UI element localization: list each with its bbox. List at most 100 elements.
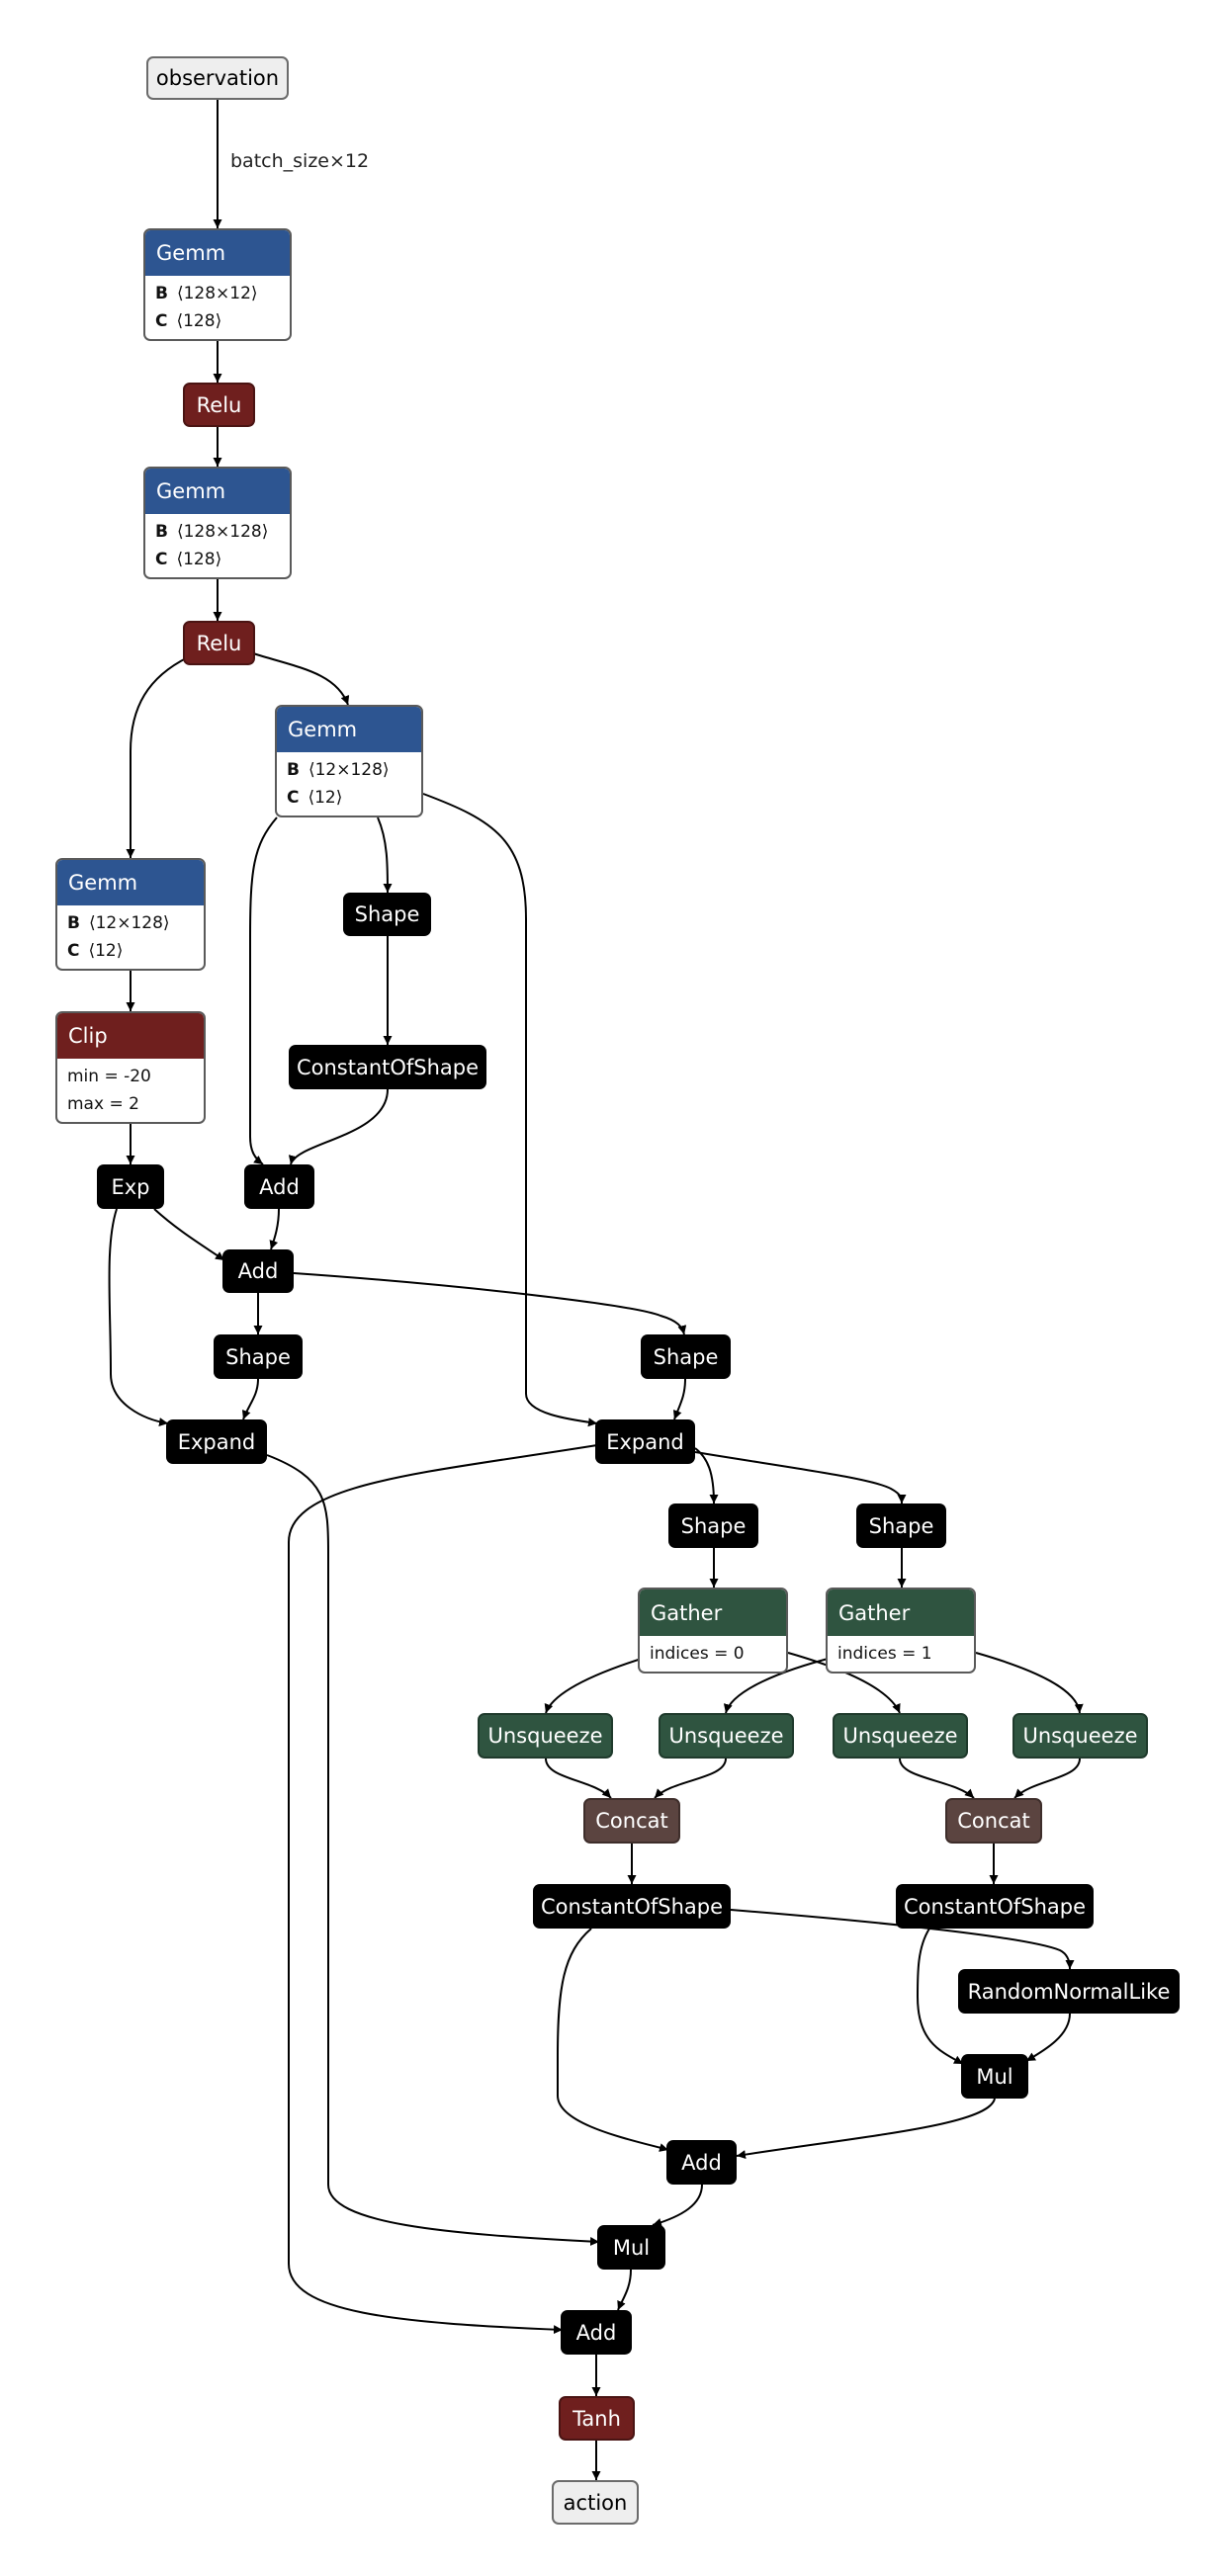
node-label: observation (155, 66, 280, 90)
node-header: Gemm (145, 469, 290, 514)
node-label: Add (259, 1174, 300, 1199)
node-header: Clip (57, 1013, 204, 1059)
node-gather-1[interactable]: Gather indices = 0 (638, 1588, 788, 1674)
node-gemm-2[interactable]: Gemm B⟨128×128⟩ C⟨128⟩ (143, 467, 292, 579)
node-label: Shape (680, 1513, 747, 1538)
node-add-3[interactable]: Add (666, 2140, 737, 2185)
attribute-row: B⟨128×128⟩ (155, 522, 269, 542)
node-label: Unsqueeze (487, 1724, 603, 1748)
attribute-row: C⟨128⟩ (155, 550, 222, 569)
node-unsqueeze-2[interactable]: Unsqueeze (659, 1713, 794, 1759)
node-expand-1[interactable]: Expand (166, 1419, 267, 1464)
node-gemm-3[interactable]: Gemm B⟨12×128⟩ C⟨12⟩ (275, 705, 423, 817)
edge-unsq3-concat2 (899, 1758, 975, 1799)
node-concat-1[interactable]: Concat (583, 1798, 680, 1844)
node-add-1[interactable]: Add (244, 1164, 314, 1209)
node-label: Tanh (572, 2406, 621, 2431)
node-unsqueeze-3[interactable]: Unsqueeze (833, 1713, 968, 1759)
node-exp[interactable]: Exp (97, 1164, 164, 1209)
node-unsqueeze-1[interactable]: Unsqueeze (478, 1713, 613, 1759)
node-label: Gemm (288, 718, 358, 741)
node-constantofshape-2[interactable]: ConstantOfShape (533, 1884, 731, 1929)
node-clip[interactable]: Clip min = -20 max = 2 (55, 1011, 206, 1124)
node-header: Gather (828, 1589, 974, 1636)
node-mul-2[interactable]: Mul (597, 2225, 665, 2270)
node-relu-1[interactable]: Relu (183, 383, 255, 427)
edge-unsq4-concat2 (1013, 1758, 1081, 1799)
node-gather-2[interactable]: Gather indices = 1 (826, 1588, 976, 1674)
node-relu-2[interactable]: Relu (183, 621, 255, 665)
node-gemm-4[interactable]: Gemm B⟨12×128⟩ C⟨12⟩ (55, 858, 206, 971)
node-unsqueeze-4[interactable]: Unsqueeze (1012, 1713, 1148, 1759)
edge-expand2-shape5 (694, 1451, 907, 1504)
node-expand-2[interactable]: Expand (595, 1419, 695, 1464)
node-label: Clip (68, 1024, 108, 1048)
node-shape-3[interactable]: Shape (641, 1334, 731, 1379)
node-attributes: min = -20 max = 2 (57, 1059, 204, 1122)
node-shape-1[interactable]: Shape (343, 893, 431, 936)
node-label: Gemm (68, 871, 138, 895)
node-constantofshape-3[interactable]: ConstantOfShape (896, 1884, 1094, 1929)
edge-relu2-gemm3 (252, 652, 350, 706)
edge-unsq2-concat1 (654, 1758, 727, 1799)
attribute-row: B⟨128×12⟩ (155, 284, 258, 303)
node-label: Add (575, 2320, 617, 2345)
edge-mul2-add4 (617, 2269, 632, 2311)
node-label: Gemm (156, 479, 226, 503)
node-randomnormallike[interactable]: RandomNormalLike (958, 1969, 1180, 2014)
edge-rnl-mul1 (1025, 2013, 1071, 2062)
attribute-row: indices = 0 (650, 1644, 745, 1664)
edge-add2-shape3 (293, 1272, 687, 1335)
edge-shape3-expand2 (672, 1378, 686, 1420)
input-node-observation[interactable]: observation (146, 56, 289, 100)
attribute-row: max = 2 (67, 1094, 139, 1114)
node-label: Add (681, 2150, 722, 2175)
node-label: Shape (354, 902, 420, 926)
node-label: Mul (612, 2235, 651, 2260)
node-mul-1[interactable]: Mul (961, 2054, 1028, 2099)
node-label: ConstantOfShape (903, 1894, 1087, 1919)
edge-gather1-unsq1 (544, 1656, 649, 1714)
edge-add3-mul2 (652, 2184, 703, 2227)
node-label: Relu (196, 631, 242, 655)
observation-shape-label: batch_size×12 (230, 150, 370, 172)
node-gemm-1[interactable]: Gemm B⟨128×12⟩ C⟨128⟩ (143, 228, 292, 341)
node-attributes: B⟨128×12⟩ C⟨128⟩ (145, 276, 290, 339)
node-label: Add (237, 1259, 279, 1283)
node-add-2[interactable]: Add (222, 1249, 294, 1293)
node-label: Shape (868, 1513, 934, 1538)
node-add-4[interactable]: Add (561, 2310, 632, 2355)
node-label: action (563, 2490, 628, 2515)
attribute-row: B⟨12×128⟩ (67, 913, 170, 933)
node-header: Gemm (57, 860, 204, 905)
node-constantofshape-1[interactable]: ConstantOfShape (289, 1045, 486, 1089)
node-label: Unsqueeze (1022, 1724, 1138, 1748)
node-shape-5[interactable]: Shape (856, 1503, 946, 1548)
output-node-action[interactable]: action (552, 2480, 639, 2525)
attribute-row: C⟨12⟩ (287, 788, 343, 808)
attribute-row: C⟨12⟩ (67, 941, 124, 961)
edge-unsq1-concat1 (545, 1758, 612, 1799)
edge-gemm3-expand2 (422, 793, 598, 1427)
node-attributes: indices = 0 (640, 1636, 786, 1672)
node-label: Shape (225, 1344, 291, 1369)
node-label: Concat (957, 1809, 1030, 1833)
edge-cos2-add3 (557, 1928, 669, 2152)
node-concat-2[interactable]: Concat (945, 1798, 1042, 1844)
node-label: Unsqueeze (668, 1724, 784, 1748)
edge-relu2-gemm4 (126, 656, 189, 858)
node-tanh[interactable]: Tanh (559, 2396, 635, 2441)
edge-cos3-mul1 (916, 1928, 964, 2065)
node-header: Gemm (145, 230, 290, 276)
node-shape-4[interactable]: Shape (668, 1503, 758, 1548)
node-shape-2[interactable]: Shape (214, 1334, 303, 1379)
edge-add1-add2 (269, 1208, 280, 1250)
node-label: Shape (653, 1344, 719, 1369)
edge-expand2-shape4 (694, 1447, 719, 1504)
node-label: Gather (651, 1600, 723, 1625)
node-label: ConstantOfShape (540, 1894, 724, 1919)
node-label: Expand (177, 1429, 256, 1454)
attribute-row: indices = 1 (837, 1644, 932, 1664)
node-label: Relu (196, 392, 242, 417)
